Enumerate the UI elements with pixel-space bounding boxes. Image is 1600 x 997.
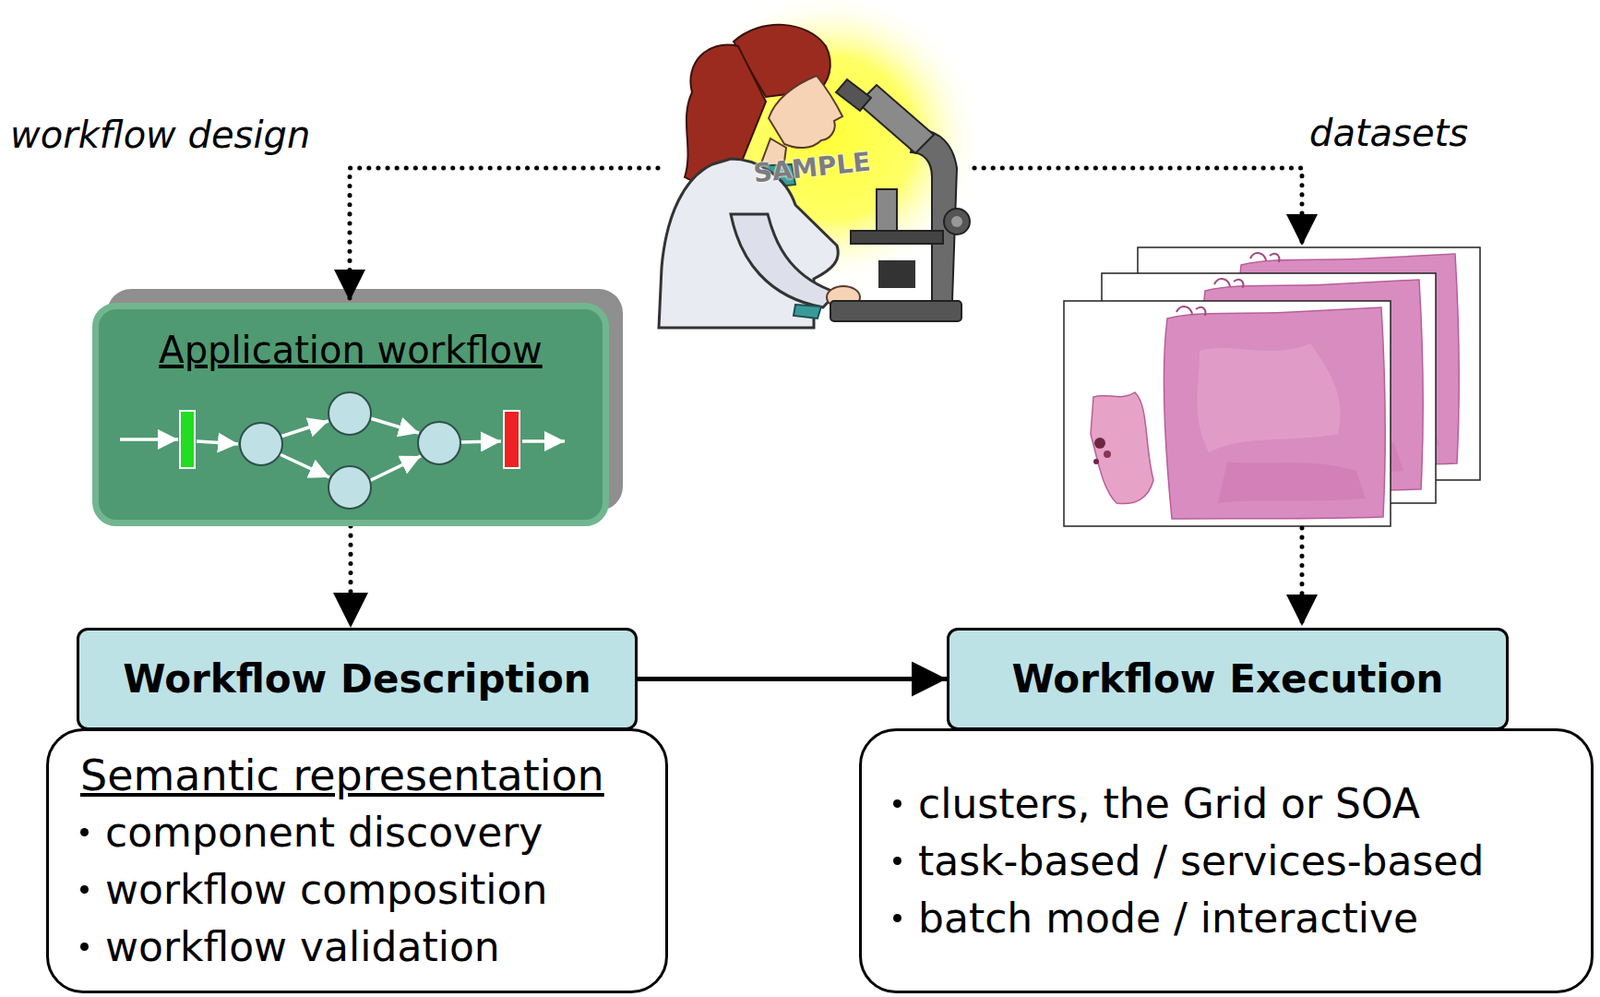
dotted-arrow (348, 525, 354, 628)
node-content: clusters, the Grid or SOAtask-based / se… (893, 775, 1484, 947)
box-text: workflow validation (105, 918, 501, 976)
mini-arrow (280, 420, 329, 437)
bullet-dot (893, 799, 902, 808)
text-row: Application workflow (158, 327, 542, 372)
mini-arrow (522, 439, 565, 443)
text-row: Workflow Execution (1011, 655, 1444, 704)
mini-arrow (369, 455, 421, 481)
start-bar (179, 410, 195, 468)
bullet-dot (80, 884, 89, 894)
text-row: component discovery (80, 803, 543, 861)
bullet-dot (893, 913, 902, 922)
flow-label: datasets (1309, 110, 1469, 156)
node-content: Application workflow (98, 309, 603, 372)
text-row: Workflow Description (122, 655, 591, 704)
end-bar (503, 410, 520, 468)
text-row: batch mode / interactive (893, 889, 1419, 947)
box-heading: Semantic representation (80, 746, 605, 804)
mini-task (328, 392, 371, 435)
node-content: Workflow Description (122, 655, 591, 704)
bullet-dot (80, 942, 89, 951)
workflow-panel: Application workflow (92, 302, 609, 526)
text-row: clusters, the Grid or SOA (893, 775, 1421, 833)
node-content: Workflow Execution (1011, 655, 1444, 704)
mini-arrow (460, 441, 502, 442)
list-box: clusters, the Grid or SOAtask-based / se… (859, 728, 1594, 993)
bullet-dot (80, 827, 89, 836)
mini-arrow (370, 417, 419, 433)
node-content: Semantic representationcomponent discove… (80, 746, 605, 976)
box-text: task-based / services-based (918, 832, 1484, 890)
box-text: Workflow Execution (1011, 656, 1444, 702)
mini-task (417, 421, 461, 465)
mini-task (239, 422, 283, 466)
header-box: Workflow Description (76, 627, 638, 730)
mini-arrow (119, 437, 179, 442)
box-text: workflow composition (105, 860, 548, 919)
mini-arrow (279, 453, 330, 478)
flow-label: workflow design (10, 112, 311, 157)
list-box: Semantic representationcomponent discove… (46, 728, 669, 993)
text-row: Semantic representation (80, 746, 605, 804)
header-box: Workflow Execution (946, 627, 1509, 730)
text-row: workflow composition (80, 860, 548, 919)
box-text: Application workflow (158, 328, 542, 371)
flow-arrow (637, 676, 947, 681)
text-row: workflow validation (80, 918, 501, 976)
box-text: batch mode / interactive (918, 889, 1419, 947)
bullet-dot (893, 856, 902, 865)
box-text: component discovery (105, 803, 543, 861)
text-row: task-based / services-based (893, 832, 1484, 890)
box-text: clusters, the Grid or SOA (918, 775, 1421, 833)
mini-arrow (196, 441, 239, 444)
box-text: Workflow Description (122, 656, 591, 702)
mini-task (328, 465, 371, 509)
